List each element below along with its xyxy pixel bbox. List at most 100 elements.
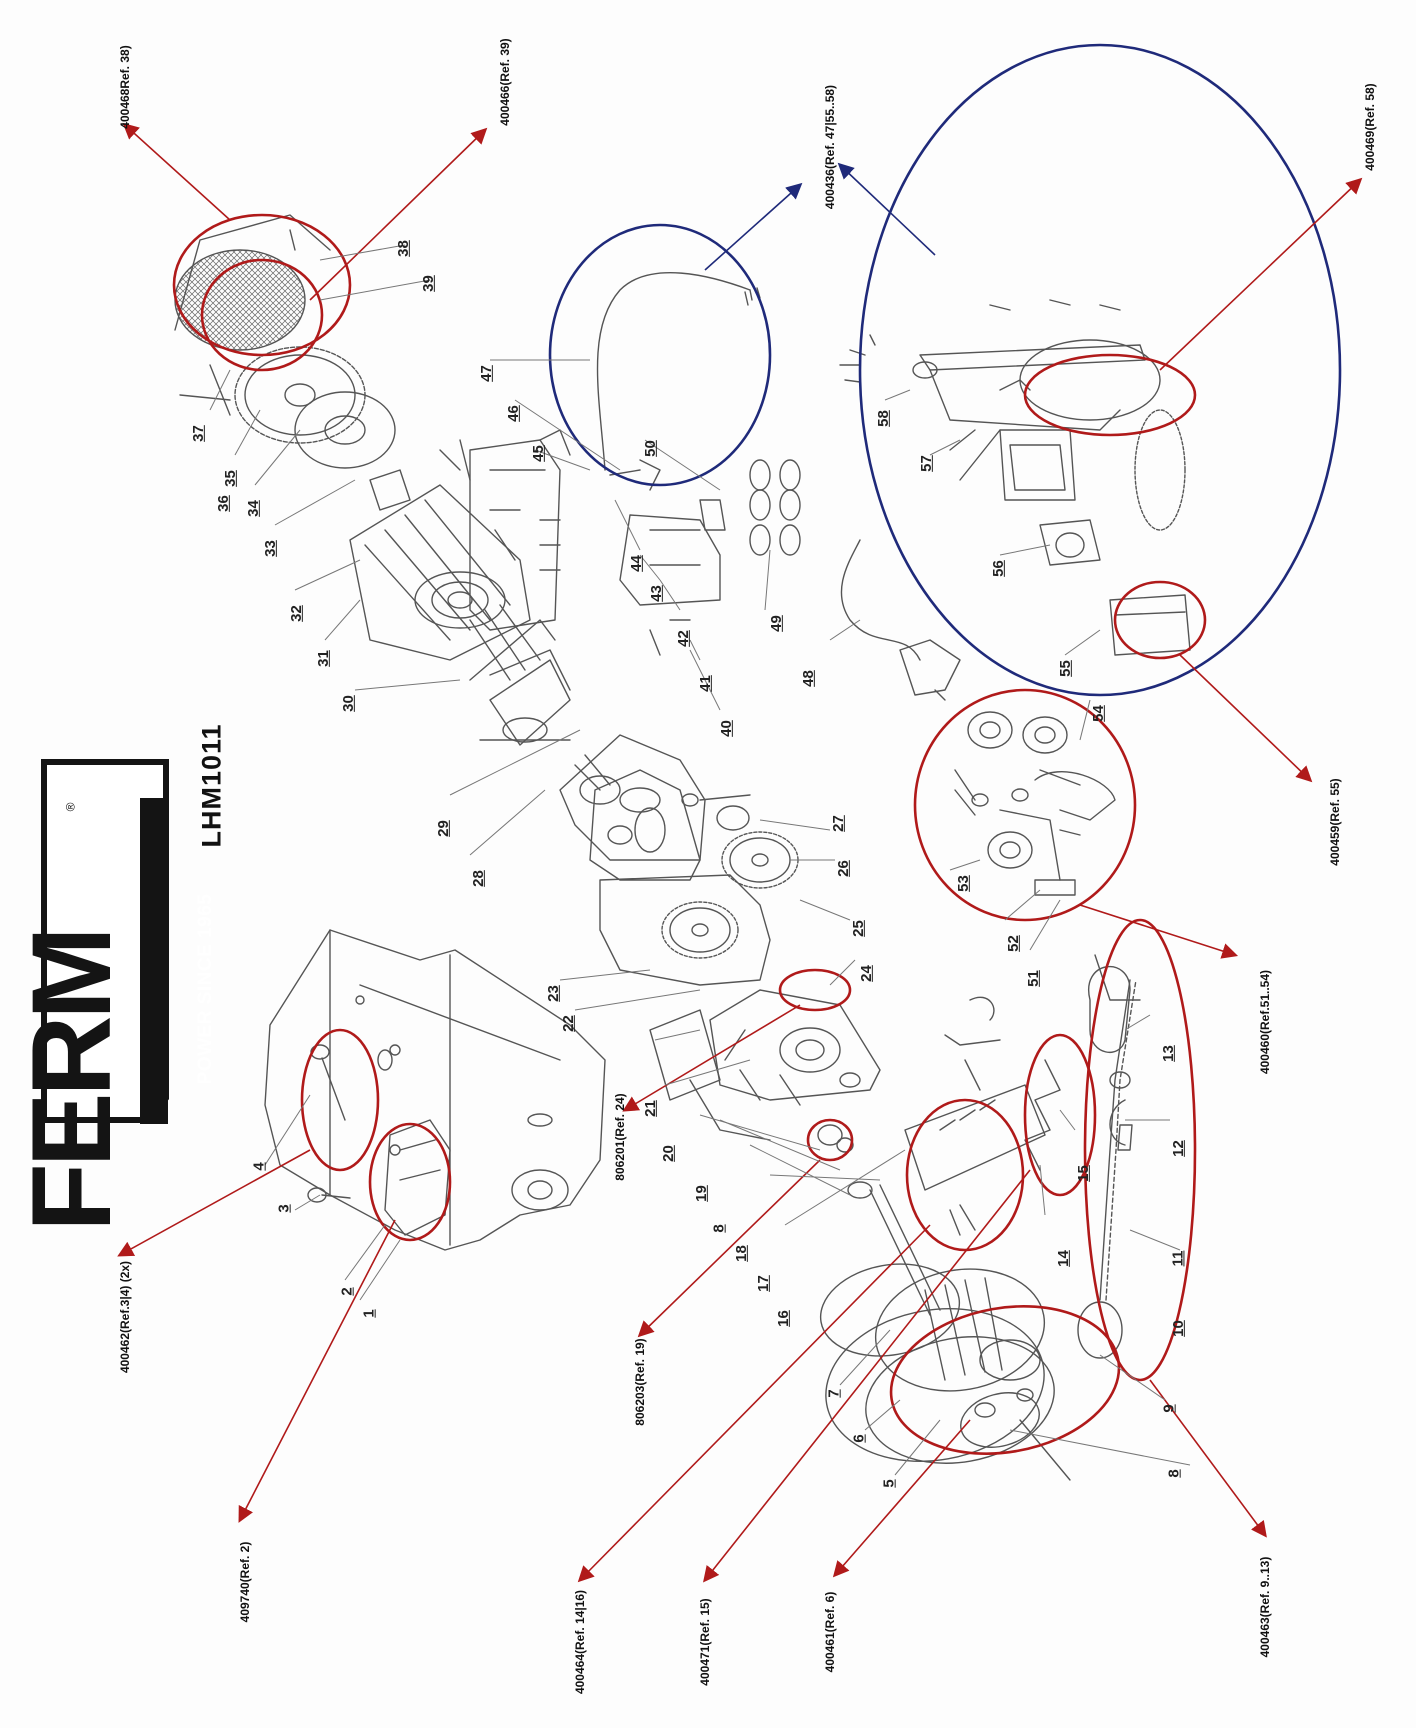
highlight-ref-47 xyxy=(548,223,772,487)
part-label-43: 43 xyxy=(647,585,665,602)
part-label-12: 12 xyxy=(1169,1140,1187,1157)
part-label-9: 9 xyxy=(1160,1404,1178,1413)
part-label-10: 10 xyxy=(1169,1320,1187,1337)
highlight-ref-14-16 xyxy=(905,1098,1025,1252)
callout-label-400471: 400471(Ref. 15) xyxy=(698,1598,712,1686)
part-2-latch xyxy=(384,1119,451,1236)
brand-logo-text: FERM xyxy=(9,930,134,1232)
part-label-2: 2 xyxy=(338,1287,356,1296)
part-9-13-hook-rope xyxy=(1077,954,1141,1359)
callout-label-400436: 400436(Ref. 47|55..58) xyxy=(823,84,837,210)
part-label-8a: 8 xyxy=(1165,1469,1183,1478)
highlight-ref-51-54 xyxy=(913,688,1137,922)
callout-label-400463: 400463(Ref. 9..13) xyxy=(1258,1556,1272,1658)
highlight-ref-9-13 xyxy=(1083,918,1197,1382)
part-label-33: 33 xyxy=(261,540,279,557)
callout-label-400469: 400469(Ref. 58) xyxy=(1363,83,1377,171)
part-label-6: 6 xyxy=(850,1434,868,1443)
part-label-51: 51 xyxy=(1024,970,1042,987)
callout-label-400459: 400459(Ref. 55) xyxy=(1328,778,1342,866)
part-label-45: 45 xyxy=(529,445,547,462)
highlight-ref-15 xyxy=(1023,1033,1097,1197)
part-22-28-gearbox xyxy=(559,734,799,986)
part-29-32-motor xyxy=(349,484,571,746)
part-label-38: 38 xyxy=(394,240,412,257)
part-label-32: 32 xyxy=(287,605,305,622)
part-label-21: 21 xyxy=(641,1100,659,1117)
callout-label-400462: 400462(Ref.3|4) (2x) xyxy=(118,1260,132,1374)
part-label-23: 23 xyxy=(544,985,562,1002)
part-label-56: 56 xyxy=(989,560,1007,577)
part-label-31: 31 xyxy=(314,650,332,667)
part-label-54: 54 xyxy=(1089,705,1107,722)
callout-label-400468: 400468Ref. 38) xyxy=(118,45,132,129)
part-label-35: 35 xyxy=(221,470,239,487)
part-label-29: 29 xyxy=(434,820,452,837)
part-55-58-switch xyxy=(839,299,1191,656)
part-label-36: 36 xyxy=(214,495,232,512)
part-label-41: 41 xyxy=(696,675,714,692)
callout-label-400464: 400464(Ref. 14|16) xyxy=(573,1589,587,1695)
part-label-19: 19 xyxy=(692,1185,710,1202)
part-label-17: 17 xyxy=(754,1275,772,1292)
highlight-ref-55-58 xyxy=(858,43,1342,697)
callout-label-806203: 806203(Ref. 19) xyxy=(633,1338,647,1426)
part-label-30: 30 xyxy=(339,695,357,712)
part-label-42: 42 xyxy=(674,630,692,647)
part-label-18: 18 xyxy=(732,1245,750,1262)
part-label-48: 48 xyxy=(799,670,817,687)
part-label-13: 13 xyxy=(1159,1045,1177,1062)
model-number: LHM1011 xyxy=(196,723,227,848)
ferm-logo-frame xyxy=(41,759,169,1124)
part-label-55: 55 xyxy=(1056,660,1074,677)
part-label-57: 57 xyxy=(917,455,935,472)
part-label-15: 15 xyxy=(1074,1165,1092,1182)
part-label-46: 46 xyxy=(504,405,522,422)
part-label-20: 20 xyxy=(659,1145,677,1162)
part-label-34: 34 xyxy=(244,500,262,517)
part-label-26: 26 xyxy=(834,860,852,877)
registered-mark: ® xyxy=(63,802,78,812)
part-label-37: 37 xyxy=(189,425,207,442)
part-label-5: 5 xyxy=(880,1479,898,1488)
part-label-16: 16 xyxy=(774,1310,792,1327)
part-label-58: 58 xyxy=(874,410,892,427)
highlight-ref-38 xyxy=(172,213,352,357)
part-label-1: 1 xyxy=(360,1309,378,1318)
part-label-24: 24 xyxy=(857,965,875,982)
part-label-28: 28 xyxy=(469,870,487,887)
highlight-ref-39 xyxy=(200,258,324,372)
callout-label-400466: 400466(Ref. 39) xyxy=(498,38,512,126)
part-19-21-housing xyxy=(649,989,881,1153)
highlight-ref-55 xyxy=(1113,580,1207,660)
part-48-plug xyxy=(840,539,961,701)
part-label-7: 7 xyxy=(825,1389,843,1398)
part-label-25: 25 xyxy=(849,920,867,937)
part-label-44: 44 xyxy=(627,555,645,572)
part-label-53: 53 xyxy=(954,875,972,892)
callout-label-400461: 400461(Ref. 6) xyxy=(823,1591,837,1673)
part-14-18-guide xyxy=(847,996,1061,1316)
part-1-frame xyxy=(264,929,606,1251)
part-label-47: 47 xyxy=(477,365,495,382)
part-label-52: 52 xyxy=(1004,935,1022,952)
part-label-40: 40 xyxy=(717,720,735,737)
highlight-ref-2 xyxy=(368,1122,452,1242)
callout-label-400460: 400460(Ref.51..54) xyxy=(1258,969,1272,1075)
part-label-14: 14 xyxy=(1054,1250,1072,1267)
part-47-cable xyxy=(596,272,761,471)
part-label-11: 11 xyxy=(1169,1250,1187,1267)
part-label-39: 39 xyxy=(419,275,437,292)
highlight-ref-24 xyxy=(778,968,852,1012)
part-label-3: 3 xyxy=(275,1204,293,1213)
part-label-49: 49 xyxy=(767,615,785,632)
highlight-ref-58 xyxy=(1023,353,1197,437)
part-label-50: 50 xyxy=(641,440,659,457)
part-label-27: 27 xyxy=(829,815,847,832)
callout-label-409740: 409740(Ref. 2) xyxy=(238,1541,252,1623)
part-label-22: 22 xyxy=(559,1015,577,1032)
part-40-50-terminal xyxy=(439,429,801,656)
part-label-8b: 8 xyxy=(710,1224,728,1233)
